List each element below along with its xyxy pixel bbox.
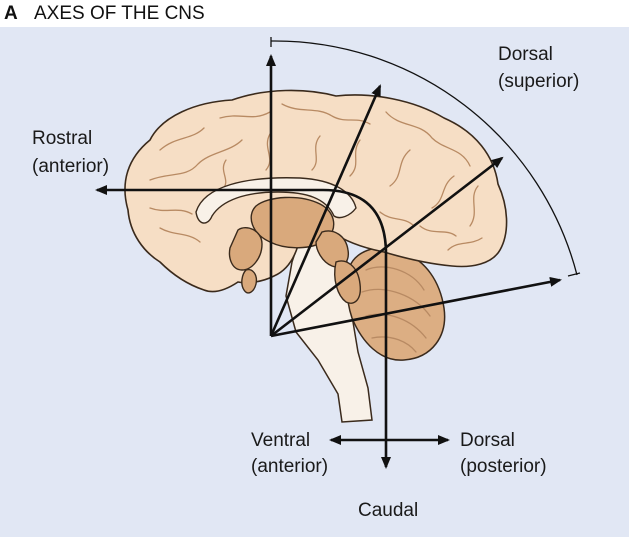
cerebellum-folia [361, 266, 431, 353]
label-ventral-sub: (anterior) [251, 456, 328, 477]
label-ventral: Ventral [251, 430, 310, 451]
dorsal-superior-arc [270, 40, 578, 276]
panel-title: AXES OF THE CNS [34, 3, 205, 24]
label-caudal: Caudal [358, 500, 418, 521]
label-rostral: Rostral [32, 128, 92, 149]
label-dorsal-superior-sub: (superior) [498, 71, 579, 92]
label-rostral-sub: (anterior) [32, 156, 109, 177]
header-band [0, 0, 629, 26]
pituitary [241, 268, 258, 294]
rostral-caudal-axis [95, 185, 391, 469]
panel-letter: A [4, 3, 18, 24]
label-dorsal-posterior-sub: (posterior) [460, 456, 547, 477]
arc-tick-right [567, 272, 581, 277]
label-dorsal-superior: Dorsal [498, 44, 553, 65]
label-dorsal-posterior: Dorsal [460, 430, 515, 451]
